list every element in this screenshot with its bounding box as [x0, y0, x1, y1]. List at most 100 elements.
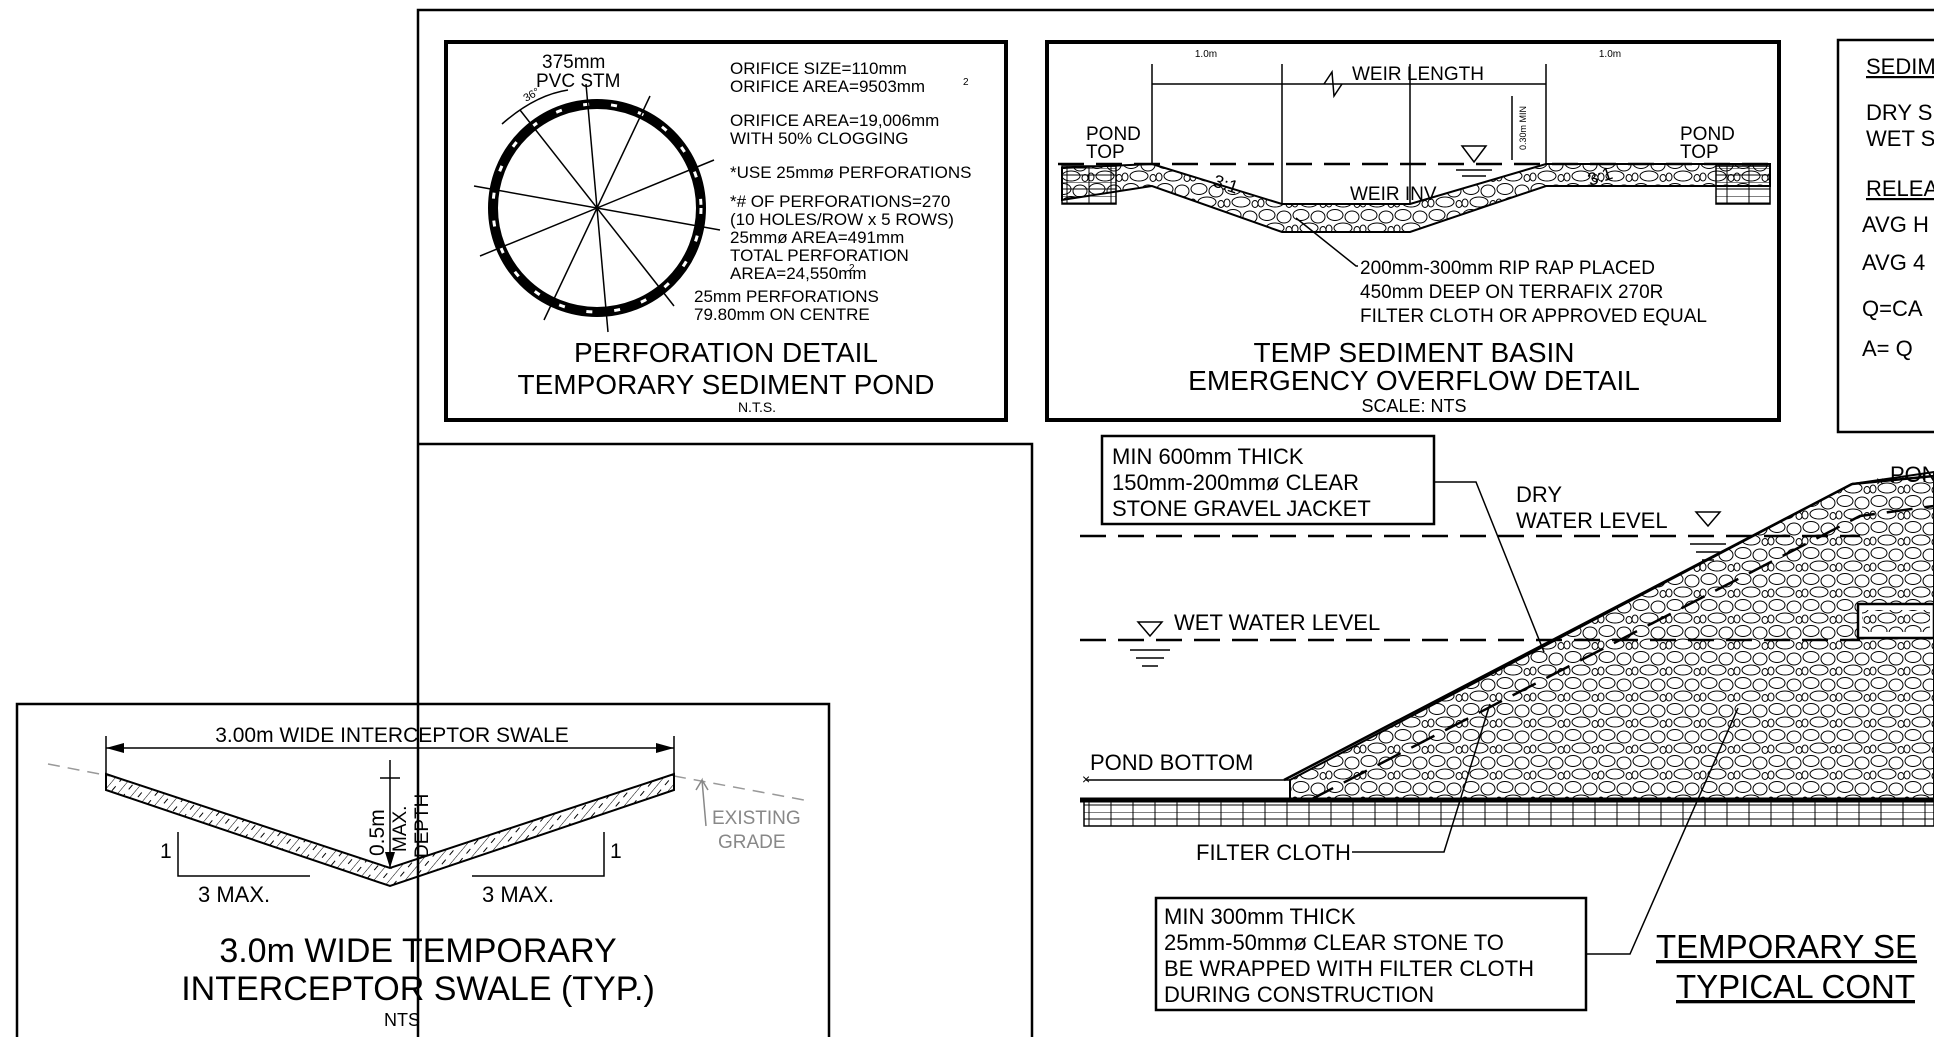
spec-orifice-area-clog: ORIFICE AREA=19,006mm: [730, 111, 939, 130]
sediment-avg-h: AVG H: [1862, 212, 1929, 237]
min-depth-label: 0.30m MIN: [1518, 106, 1528, 150]
pond-top-left-2: TOP: [1086, 142, 1125, 163]
weir-length-label: WEIR LENGTH: [1352, 64, 1484, 85]
existing-grade-leader: [695, 777, 709, 827]
riprap-leader: [1295, 217, 1358, 267]
pond-bottom-mark: ×: [1082, 771, 1090, 787]
stone-note-2: 25mm-50mmø CLEAR STONE TO: [1164, 930, 1504, 955]
rise-right-label: 1: [610, 840, 622, 863]
riprap-note-1: 200mm-300mm RIP RAP PLACED: [1360, 258, 1655, 279]
gravel-note-1: MIN 600mm THICK: [1112, 444, 1304, 469]
perforation-scale: N.T.S.: [738, 399, 776, 415]
sediment-panel: SEDIM DRY S WET S RELEA AVG H AVG 4 Q=CA…: [1836, 38, 1934, 434]
pipe-type-label: PVC STM: [536, 71, 620, 92]
wet-water-symbol: [1130, 621, 1170, 667]
radial-lines: [473, 83, 721, 333]
riprap-note-2: 450mm DEEP ON TERRAFIX 270R: [1360, 282, 1663, 303]
pond-top-right-1: POND: [1680, 124, 1735, 145]
dim-extension-lines: [1151, 64, 1547, 204]
existing-grade-1: EXISTING: [712, 808, 801, 829]
sediment-release: RELEA: [1866, 176, 1934, 201]
sheet-frame-step: [418, 442, 1034, 1037]
gravel-note-2: 150mm-200mmø CLEAR: [1112, 470, 1359, 495]
dry-water-1: DRY: [1516, 482, 1562, 507]
ground-right: [1715, 165, 1771, 205]
pipe-size-label: 375mm: [542, 52, 605, 73]
swale-title-1: 3.0m WIDE TEMPORARY: [219, 932, 616, 970]
stone-note-1: MIN 300mm THICK: [1164, 904, 1356, 929]
ground-left: [1061, 165, 1117, 205]
base-ground: [1083, 799, 1934, 827]
swale-width-label: 3.00m WIDE INTERCEPTOR SWALE: [215, 724, 569, 747]
spec-orifice-size: ORIFICE SIZE=110mm: [730, 59, 907, 78]
overflow-title-1: TEMP SEDIMENT BASIN: [1253, 337, 1574, 368]
sediment-avg-4: AVG 4: [1862, 250, 1925, 275]
pond-bottom-label: POND BOTTOM: [1090, 750, 1253, 775]
dim-left-label: 1.0m: [1195, 49, 1217, 60]
gravel-note-3: STONE GRAVEL JACKET: [1112, 496, 1371, 521]
depth-label-2: MAX.: [390, 806, 411, 852]
dry-water-2: WATER LEVEL: [1516, 508, 1668, 533]
depth-label-3: DEPTH: [412, 794, 433, 858]
perforation-title-2: TEMPORARY SEDIMENT POND: [518, 369, 935, 400]
gravel-leader: [1434, 481, 1545, 653]
spec-perf-area: 25mmø AREA=491mm: [730, 228, 904, 247]
weir-inv-label: WEIR INV: [1350, 184, 1437, 205]
spec-orifice-area: ORIFICE AREA=9503mm: [730, 77, 925, 96]
dry-water-symbol: [1690, 511, 1726, 561]
sediment-panel-frame: [1836, 38, 1934, 434]
rise-left-label: 1: [160, 840, 172, 863]
swale-title-2: INTERCEPTOR SWALE (TYP.): [181, 970, 655, 1008]
spec-total-area: AREA=24,550mm: [730, 264, 867, 283]
overflow-title-2: EMERGENCY OVERFLOW DETAIL: [1188, 365, 1640, 396]
spec-clogging: WITH 50% CLOGGING: [730, 129, 909, 148]
overflow-detail: 1.0m 1.0m WEIR LENGTH 0.30m MIN POND TOP…: [1045, 40, 1781, 422]
spec-superscript-2: 2: [849, 263, 855, 274]
angle-arc: [501, 89, 569, 125]
perforation-detail-frame: [444, 40, 1008, 422]
pond-top-partial: PON: [1890, 462, 1934, 487]
pipe-perforations: [491, 102, 703, 314]
stone-note-4: DURING CONSTRUCTION: [1164, 982, 1434, 1007]
pond-top-mark: ×: [1876, 473, 1884, 489]
pond-top-left-1: POND: [1086, 124, 1141, 145]
typical-title-2: TYPICAL CONT: [1676, 968, 1915, 1005]
existing-grade-2: GRADE: [718, 832, 786, 853]
slope-triangle-right: [472, 832, 605, 877]
overflow-detail-frame: [1045, 40, 1781, 422]
run-left-label: 3 MAX.: [198, 882, 270, 907]
run-right-label: 3 MAX.: [482, 882, 554, 907]
wet-water-label: WET WATER LEVEL: [1174, 610, 1380, 635]
perf-note-1: 25mm PERFORATIONS: [694, 287, 879, 306]
spec-total-perforation: TOTAL PERFORATION: [730, 246, 909, 265]
spec-superscript-1: 2: [963, 77, 969, 88]
existing-grade-left: [47, 763, 111, 777]
filter-cloth-leader: [1352, 703, 1491, 853]
embankment-face: [1283, 482, 1853, 782]
water-symbol: [1456, 145, 1492, 177]
outlet-pipe-fill: [1862, 610, 1930, 632]
swale-detail: 3.00m WIDE INTERCEPTOR SWALE 0.5m MAX. D…: [15, 702, 831, 1037]
overflow-scale: SCALE: NTS: [1361, 396, 1466, 416]
swale-scale: NTS: [384, 1010, 420, 1030]
pond-top-right-2: TOP: [1680, 142, 1719, 163]
spec-holes-rows: (10 HOLES/ROW x 5 ROWS): [730, 210, 954, 229]
spec-use-perforations: *USE 25mmø PERFORATIONS: [730, 163, 972, 182]
typical-title-1: TEMPORARY SE: [1656, 928, 1917, 965]
inner-stone-boundary: [1309, 504, 1934, 802]
perf-note-2: 79.80mm ON CENTRE: [694, 305, 870, 324]
spec-num-perforations: *# OF PERFORATIONS=270: [730, 192, 950, 211]
slope-triangle-left: [177, 832, 310, 877]
sediment-q-calc: Q=CA: [1862, 296, 1923, 321]
sediment-heading: SEDIM: [1866, 54, 1934, 79]
filter-cloth-label: FILTER CLOTH: [1196, 840, 1351, 865]
embankment-top: [1851, 474, 1934, 486]
swale-detail-frame: [15, 702, 831, 1037]
perforation-detail: 36° 375mm PVC STM ORIFICE SIZE=110mm ORI…: [444, 40, 1008, 422]
riprap-note-3: FILTER CLOTH OR APPROVED EQUAL: [1360, 306, 1707, 327]
existing-grade-right: [673, 775, 805, 801]
stone-note-3: BE WRAPPED WITH FILTER CLOTH: [1164, 956, 1534, 981]
typical-section: MIN 600mm THICK 150mm-200mmø CLEAR STONE…: [1080, 434, 1934, 1012]
sediment-dry: DRY S: [1866, 100, 1932, 125]
